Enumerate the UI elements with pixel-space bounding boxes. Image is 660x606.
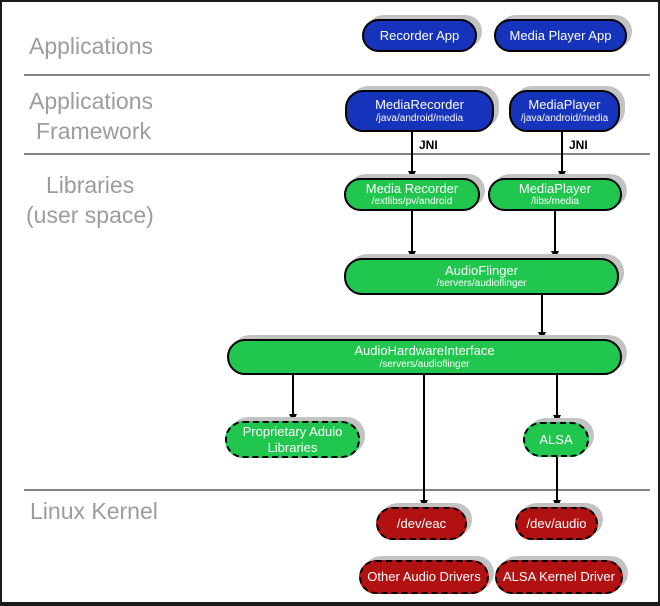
node-sublabel: /servers/audioflinger bbox=[436, 278, 527, 290]
node-mediaplayer-lib: MediaPlayer /libs/media bbox=[488, 178, 622, 211]
section-label-applications: Applications bbox=[29, 33, 154, 59]
arrow-audioflinger-to-ahi bbox=[538, 295, 546, 340]
node-label: Media Player App bbox=[509, 27, 612, 43]
separator-libraries-kernel bbox=[24, 489, 650, 491]
jni-label-right: JNI bbox=[569, 138, 588, 152]
node-sublabel: /java/android/media bbox=[375, 112, 464, 124]
node-mediaplayer-framework: MediaPlayer /java/android/media bbox=[509, 90, 620, 132]
arrow-ahi-to-proprietary bbox=[289, 375, 297, 422]
section-label-libraries-line2: (user space) bbox=[26, 202, 154, 228]
node-sublabel: /extlibs/pv/android bbox=[371, 196, 453, 208]
node-recorder-app: Recorder App bbox=[362, 19, 477, 52]
node-dev-audio: /dev/audio bbox=[515, 507, 598, 540]
node-label: Proprietary Aduio bbox=[242, 424, 343, 440]
node-label: AudioHardwareInterface bbox=[354, 343, 495, 359]
separator-applications-framework bbox=[24, 74, 650, 76]
arrow-mediaplayer-jni bbox=[558, 132, 566, 179]
node-label: Media Recorder bbox=[365, 180, 459, 196]
node-label: ALSA bbox=[539, 431, 573, 447]
node-label: MediaPlayer bbox=[518, 180, 592, 196]
node-audioflinger: AudioFlinger /servers/audioflinger bbox=[344, 258, 619, 295]
arrow-ahi-to-dev-eac bbox=[420, 375, 428, 508]
node-label: /dev/eac bbox=[396, 515, 447, 531]
node-media-player-app: Media Player App bbox=[494, 19, 627, 52]
node-alsa-kernel-driver: ALSA Kernel Driver bbox=[495, 560, 623, 594]
node-label: AudioFlinger bbox=[445, 262, 518, 278]
node-label: MediaPlayer bbox=[528, 97, 601, 113]
section-label-framework-line1: Applications bbox=[29, 88, 154, 114]
section-label-framework-line2: Framework bbox=[36, 118, 152, 144]
node-label: Recorder App bbox=[379, 27, 460, 43]
node-sublabel: /servers/audioflinger bbox=[379, 358, 470, 370]
arrow-recorderlib-to-audioflinger bbox=[408, 211, 416, 259]
node-audiohardwareinterface: AudioHardwareInterface /servers/audiofli… bbox=[227, 339, 622, 375]
separator-framework-libraries bbox=[24, 153, 650, 155]
node-label-line2: Libraries bbox=[267, 439, 318, 455]
node-label: Other Audio Drivers bbox=[367, 569, 481, 585]
node-proprietary-audio-libraries: Proprietary Aduio Libraries bbox=[225, 421, 360, 458]
arrow-mediarecorder-jni bbox=[408, 132, 416, 179]
section-label-linux-kernel: Linux Kernel bbox=[30, 498, 158, 524]
node-other-audio-drivers: Other Audio Drivers bbox=[359, 560, 489, 594]
jni-label-left: JNI bbox=[419, 138, 438, 152]
section-label-libraries-line1: Libraries bbox=[46, 172, 135, 198]
node-label: /dev/audio bbox=[526, 515, 587, 531]
arrow-alsa-to-dev-audio bbox=[553, 457, 561, 508]
arrow-playerlib-to-audioflinger bbox=[551, 211, 559, 259]
node-sublabel: /java/android/media bbox=[520, 112, 609, 124]
node-dev-eac: /dev/eac bbox=[376, 507, 467, 540]
node-mediarecorder-framework: MediaRecorder /java/android/media bbox=[345, 90, 494, 132]
arrow-ahi-to-alsa bbox=[553, 375, 561, 423]
node-label: MediaRecorder bbox=[375, 97, 464, 113]
node-alsa: ALSA bbox=[523, 422, 589, 457]
node-media-recorder-lib: Media Recorder /extlibs/pv/android bbox=[344, 178, 480, 211]
node-label: ALSA Kernel Driver bbox=[503, 569, 615, 585]
node-sublabel: /libs/media bbox=[531, 196, 579, 208]
